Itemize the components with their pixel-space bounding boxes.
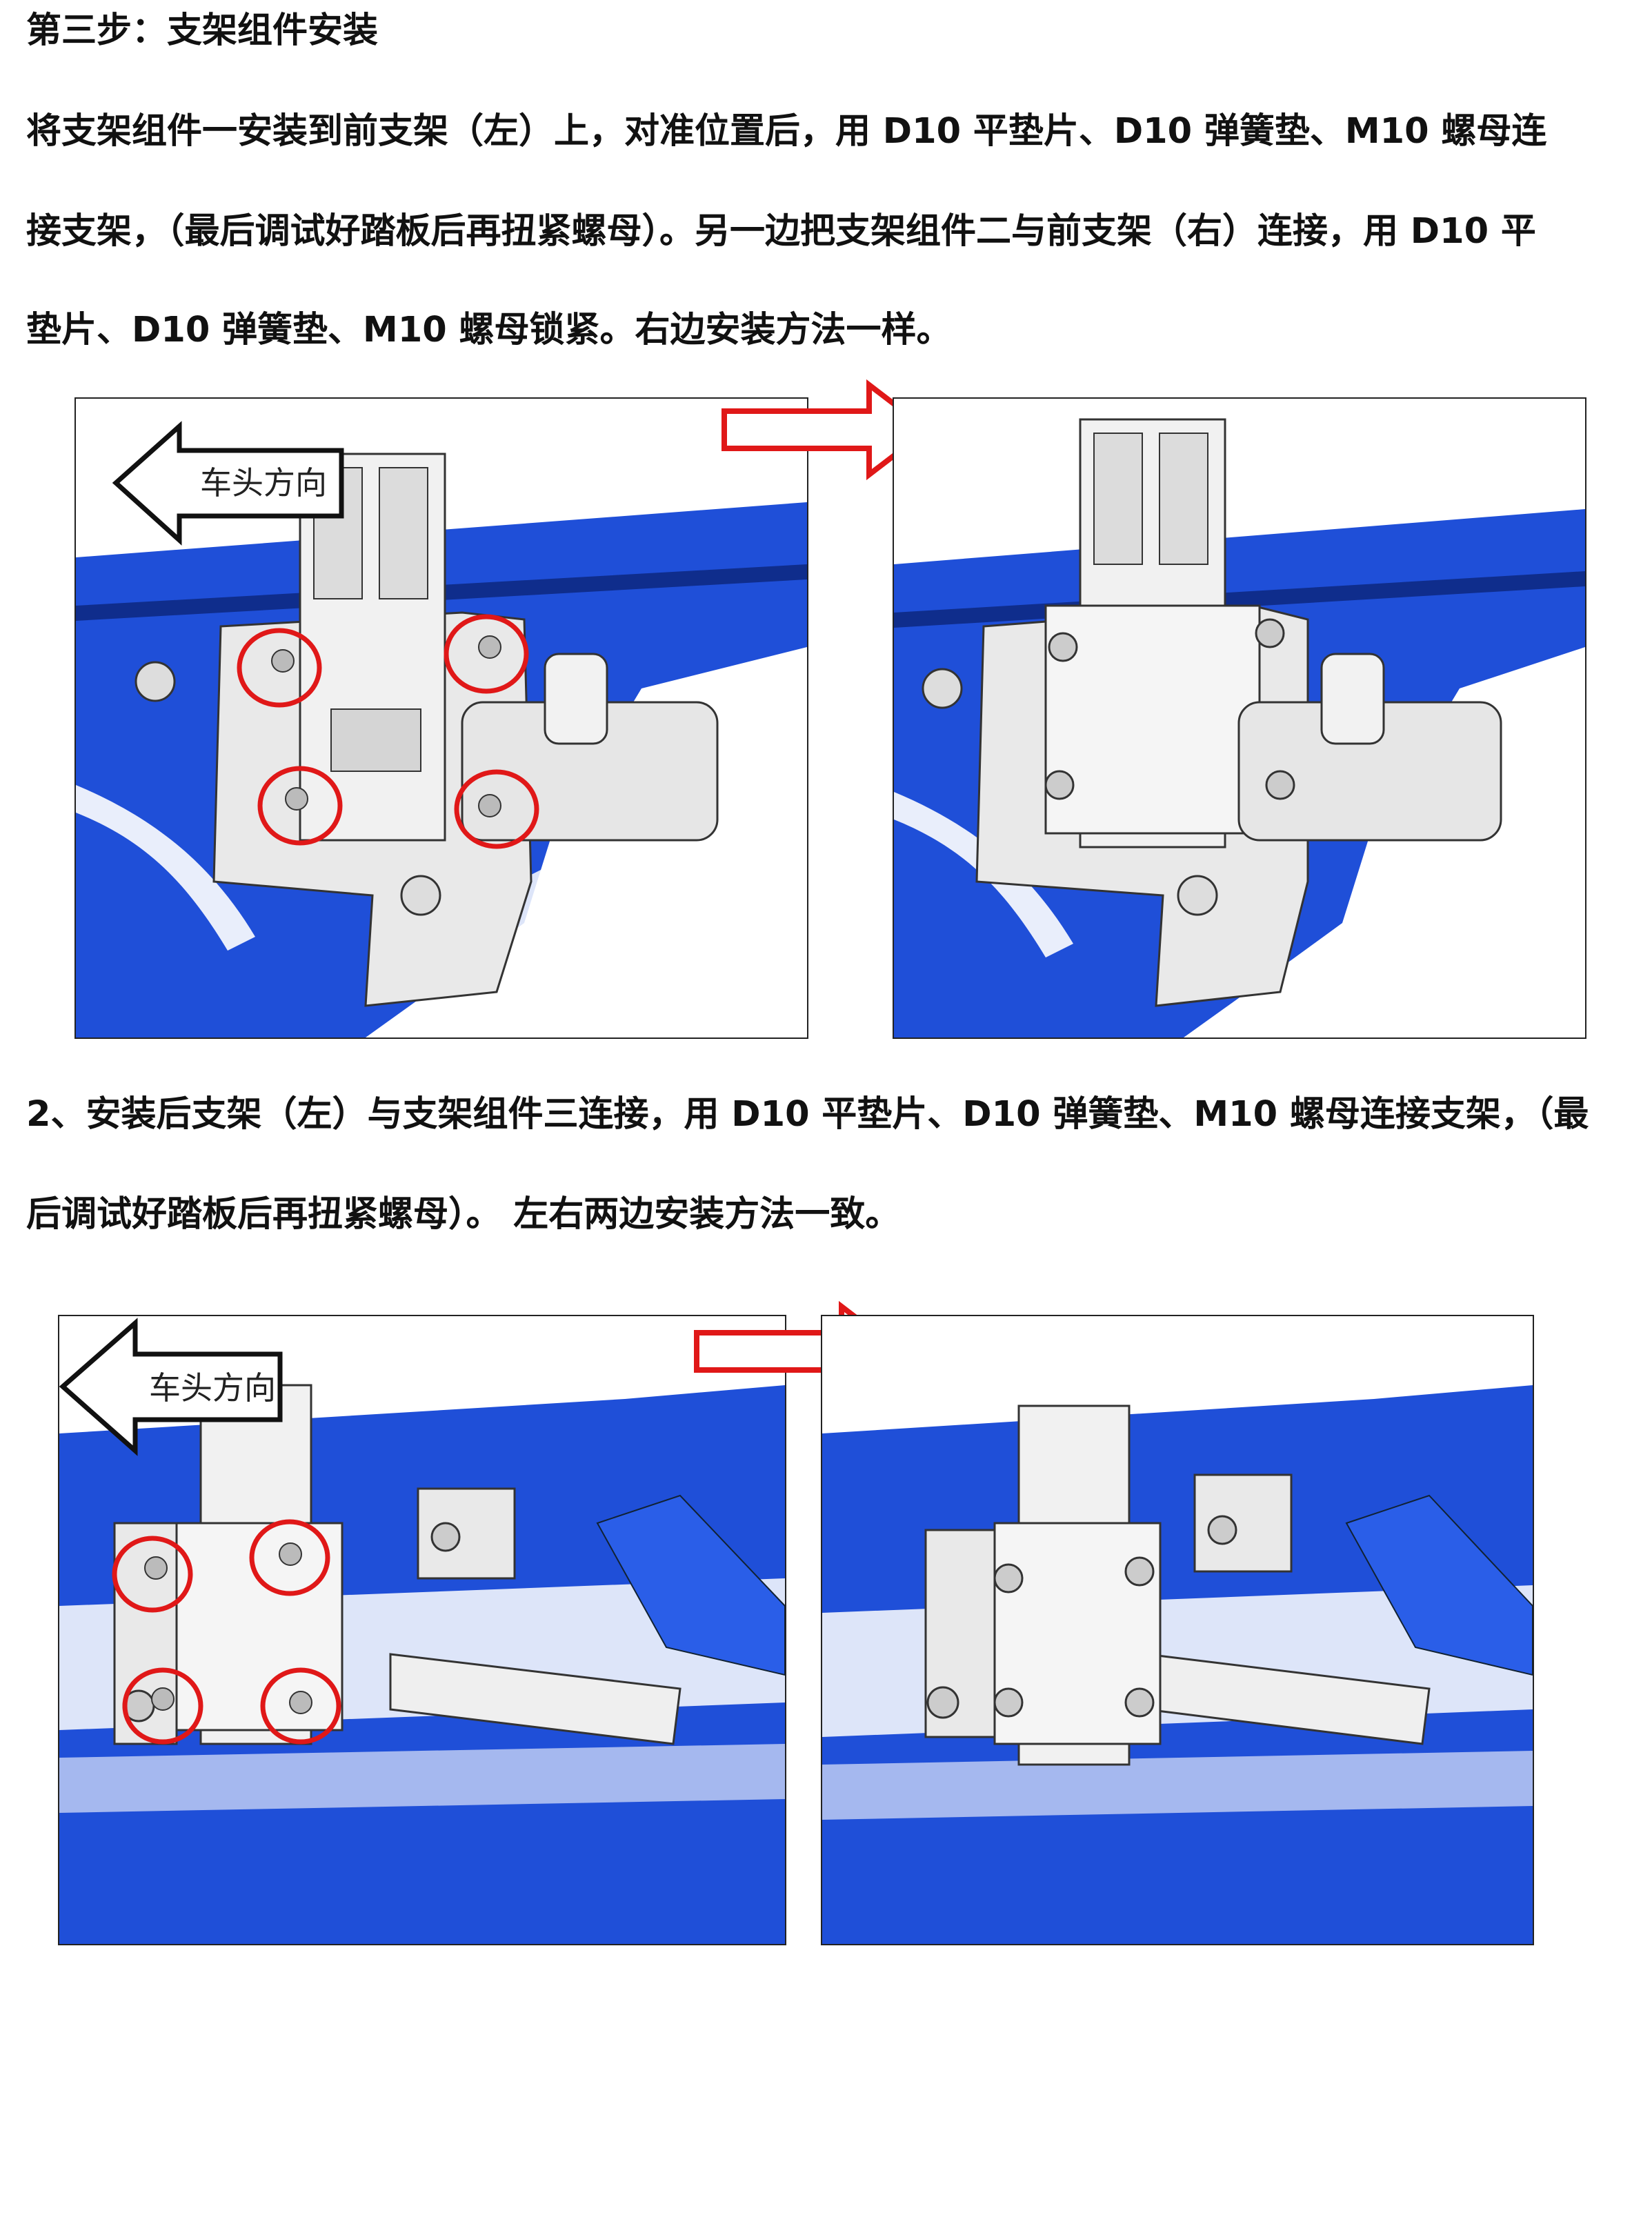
- direction-label: 车头方向: [200, 464, 327, 502]
- step1-line-1: 将支架组件一安装到前支架（左）上，对准位置后，用 D10 平垫片、D10 弹簧垫…: [26, 111, 1547, 152]
- bolt-highlight-circle: [257, 766, 343, 846]
- section-title: 第三步：支架组件安装: [26, 10, 379, 51]
- figure1-after-panel: [893, 397, 1586, 1039]
- step2-line-2: 后调试好踏板后再扭紧螺母）。 左右两边安装方法一致。: [26, 1194, 901, 1235]
- direction-label-2: 车头方向: [149, 1369, 276, 1407]
- nut: [400, 875, 441, 916]
- figure2-before-panel: 车头方向: [58, 1315, 786, 1945]
- step1-line-3: 垫片、D10 弹簧垫、M10 螺母锁紧。右边安装方法一样。: [26, 310, 952, 350]
- figure2-after-panel: [821, 1315, 1534, 1945]
- bolt-highlight-circle: [237, 628, 322, 708]
- step1-line-2: 接支架，（最后调试好踏板后再扭紧螺母）。另一边把支架组件二与前支架（右）连接，用…: [26, 211, 1536, 252]
- step2-line-1: 2、安装后支架（左）与支架组件三连接，用 D10 平垫片、D10 弹簧垫、M10…: [26, 1094, 1589, 1135]
- left-arrow-icon: [112, 421, 344, 546]
- figure1-before-panel: 车头方向: [74, 397, 808, 1039]
- bolt-highlight-circle: [454, 769, 539, 849]
- bolt-highlight-circle: [444, 614, 529, 694]
- nut: [135, 661, 176, 702]
